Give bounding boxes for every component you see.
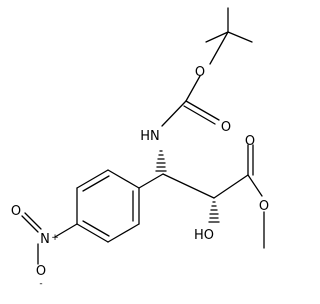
hashed-wedge-nh-to-c3 — [155, 150, 167, 172]
bond-ester-oxygen-to-carbamate-carbon — [185, 75, 201, 102]
nitro-top-oxygen-label: O — [11, 204, 21, 219]
bond-c3-to-phenyl-ipso — [138, 173, 164, 189]
bond-tbu-to-ester-oxygen — [209, 31, 229, 65]
bond-c2-to-ester-carbon — [213, 174, 249, 199]
hashed-wedge-c2-to-hydroxyl — [208, 201, 220, 223]
bond-tbu-quaternary-right-methyl — [227, 31, 253, 43]
ester-carbonyl-oxygen-label: O — [245, 134, 255, 149]
nitro-plus-charge-label: + — [51, 233, 59, 243]
phenyl-ring — [76, 169, 140, 243]
bond-carbamate-carbon-to-carbonyl-o-1 — [185, 100, 220, 121]
nitro-nitrogen-label: N — [40, 232, 50, 247]
bond-tbu-quaternary-left-methyl — [205, 31, 229, 43]
ester-ring-oxygen-label: O — [195, 65, 205, 80]
bond-c3-to-c2 — [162, 173, 215, 199]
structure-figure: O O HN O O HO O N + O - — [11, 7, 269, 289]
bond-ester-carbon-to-o — [247, 174, 263, 197]
bond-carbamate-carbon-to-nh — [161, 100, 187, 127]
nitro-minus-charge-label: - — [39, 279, 42, 289]
molecule-structure: O O HN O O HO O N + O - — [11, 7, 269, 289]
bond-ring-to-nitro-n — [54, 223, 78, 238]
bond-nitro-n-to-top-o-1 — [21, 215, 39, 233]
hydroxyl-label: HO — [194, 228, 214, 243]
ester-oxygen-label: O — [259, 199, 269, 214]
amine-label: HN — [140, 129, 160, 144]
nitro-bottom-oxygen-label: O — [36, 264, 46, 279]
carbamate-carbonyl-oxygen-label: O — [221, 120, 231, 135]
bond-carbamate-carbon-to-carbonyl-o-2 — [183, 105, 216, 125]
bond-nitro-n-to-top-o-2 — [24, 212, 42, 230]
